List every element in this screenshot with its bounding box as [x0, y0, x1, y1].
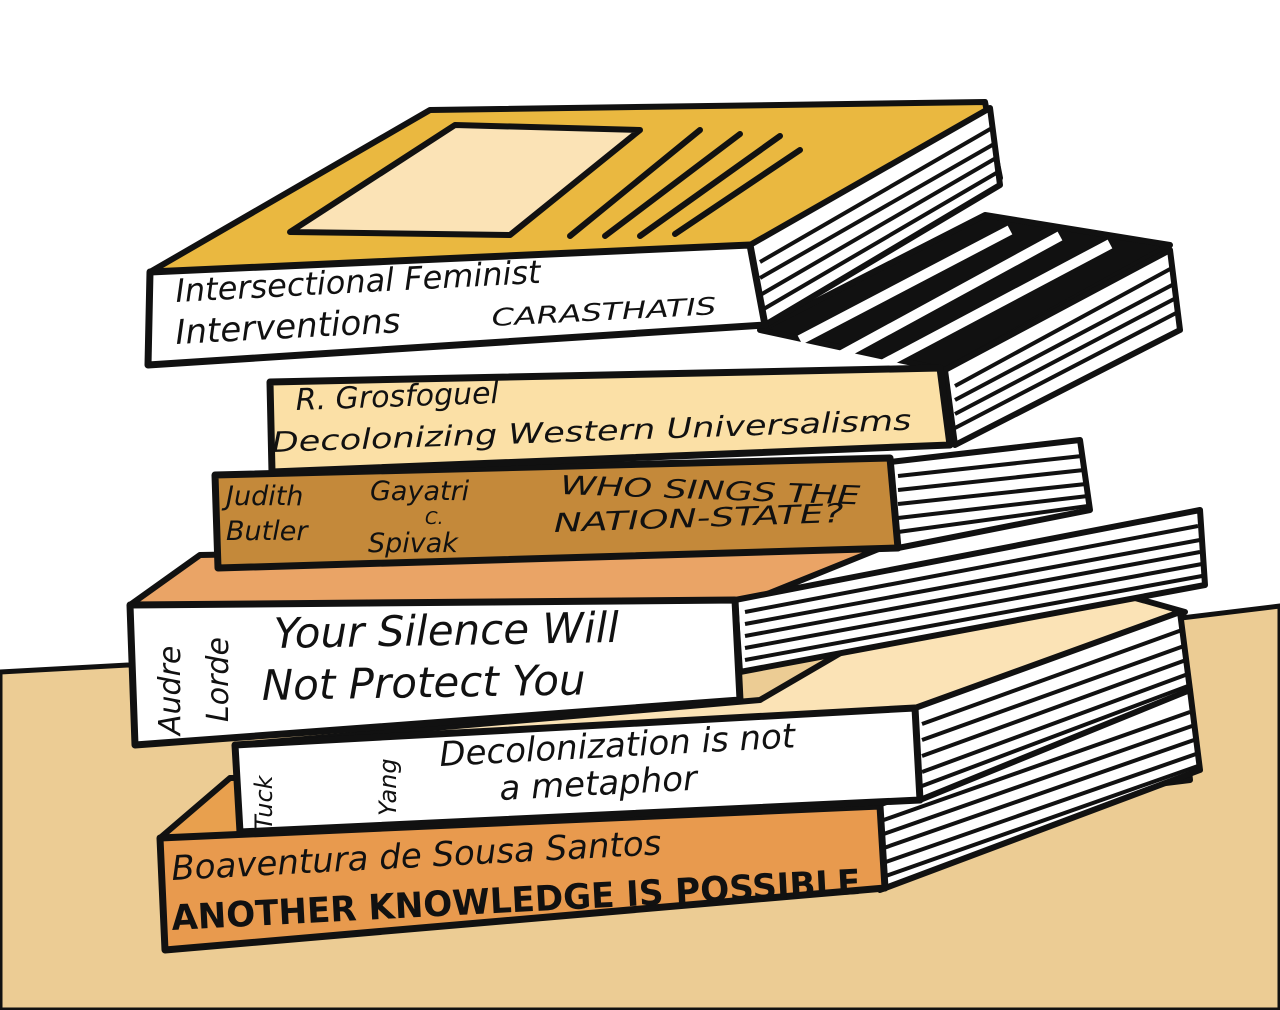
book-2: R. Grosfoguel Decolonizing Western Unive…	[266, 212, 1183, 476]
book-1-cover-stripes	[567, 127, 803, 239]
book-4-title-line2: Not Protect You	[261, 655, 586, 710]
book-1-spine	[144, 241, 769, 369]
book-5-author-1: Tuck	[250, 774, 278, 830]
book-3-author1-line2: Butler	[226, 516, 309, 547]
book-4-author-line1: Audre	[153, 646, 188, 737]
book-1-cover-label	[287, 122, 643, 238]
book-4-author-line2: Lorde	[201, 637, 236, 722]
book-1: Intersectional Feminist Interventions CA…	[144, 99, 1003, 369]
book-5-author-2: Yang	[374, 758, 402, 816]
book-3-author1-line1: Judith	[221, 481, 303, 512]
book-2-author: R. Grosfoguel	[295, 376, 500, 418]
book-4-title-line1: Your Silence Will	[273, 603, 619, 658]
book-4-spine	[126, 596, 744, 749]
book-2-spine	[266, 364, 954, 476]
book-5-spine	[231, 704, 924, 836]
book-3-author2-line2: C.	[425, 508, 443, 529]
book-2-pages	[942, 247, 1183, 448]
book-3: Judith Butler Gayatri C. Spivak WHO SING…	[211, 437, 1093, 572]
book-3-spine	[211, 454, 902, 572]
book-3-author2-line3: Spivak	[368, 528, 459, 559]
book-3-author2-line1: Gayatri	[370, 476, 470, 507]
